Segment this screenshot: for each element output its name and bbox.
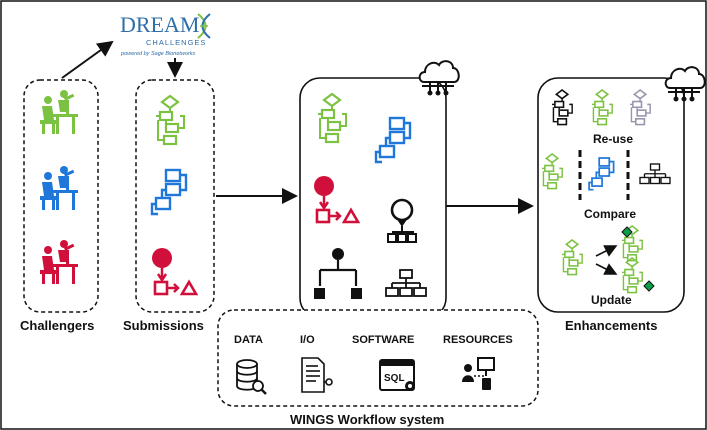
- user-monitor-icon: [462, 357, 495, 390]
- component-label-data: DATA: [234, 334, 263, 346]
- submissions-box: [135, 79, 215, 313]
- database-search-icon: [236, 359, 267, 395]
- black-branch-workflow-icon: [314, 248, 362, 299]
- added-node-icon: [621, 226, 633, 238]
- dna-helix-icon: [197, 13, 211, 39]
- green-person-at-desk-icon: [40, 90, 78, 134]
- green-workflow-icon: [316, 92, 348, 144]
- loop-tree-icon: [387, 198, 417, 243]
- logo-tagline: powered by Sage Bionetworks: [120, 51, 196, 57]
- blue-person-at-desk-icon: [40, 166, 78, 210]
- hierarchy-icon: [639, 163, 671, 185]
- challengers-box: [23, 79, 99, 313]
- green-workflow-icon: [154, 94, 186, 146]
- reuse-label: Re-use: [593, 132, 633, 146]
- red-workflow-icon: [150, 246, 198, 296]
- blue-workflow-icon: [588, 157, 615, 191]
- blue-workflow-icon: [374, 116, 412, 164]
- green-workflow-icon: [621, 257, 643, 294]
- sql-window-icon: SQL: [379, 359, 415, 391]
- enhancements-box: [537, 77, 685, 313]
- gray-workflow-icon: [629, 89, 651, 126]
- update-label: Update: [591, 293, 632, 307]
- hierarchy-icon: [385, 269, 427, 297]
- logo-title: DREAM: [120, 12, 199, 37]
- component-label-resources: RESOURCES: [443, 334, 513, 346]
- red-workflow-icon: [312, 174, 360, 224]
- update-arrow: [595, 245, 618, 257]
- component-label-io: I/O: [300, 334, 315, 346]
- sql-text: SQL: [384, 373, 405, 384]
- dream-challenges-logo: DREAM CHALLENGES powered by Sage Bionetw…: [120, 12, 211, 57]
- cloud-network-icon: [664, 66, 706, 103]
- wings-components-box: [217, 309, 539, 407]
- black-workflow-icon: [551, 89, 573, 126]
- arrow-challengers-to-dream: [61, 40, 114, 79]
- green-workflow-icon: [561, 239, 583, 276]
- update-arrow: [595, 263, 618, 275]
- challengers-label: Challengers: [20, 318, 94, 333]
- red-person-at-desk-icon: [40, 240, 78, 284]
- submissions-label: Submissions: [123, 318, 204, 333]
- logo-subtitle: CHALLENGES: [146, 38, 206, 47]
- cloud-network-icon: [418, 60, 460, 97]
- enhancements-label: Enhancements: [565, 318, 657, 333]
- component-label-software: SOFTWARE: [352, 334, 414, 346]
- document-io-icon: [301, 357, 333, 393]
- green-workflow-icon: [591, 89, 613, 126]
- green-workflow-icon: [541, 153, 563, 190]
- added-node-icon: [643, 280, 655, 292]
- wings-workflow-label: WINGS Workflow system: [290, 412, 444, 427]
- blue-workflow-icon: [150, 168, 188, 216]
- compare-label: Compare: [584, 207, 636, 221]
